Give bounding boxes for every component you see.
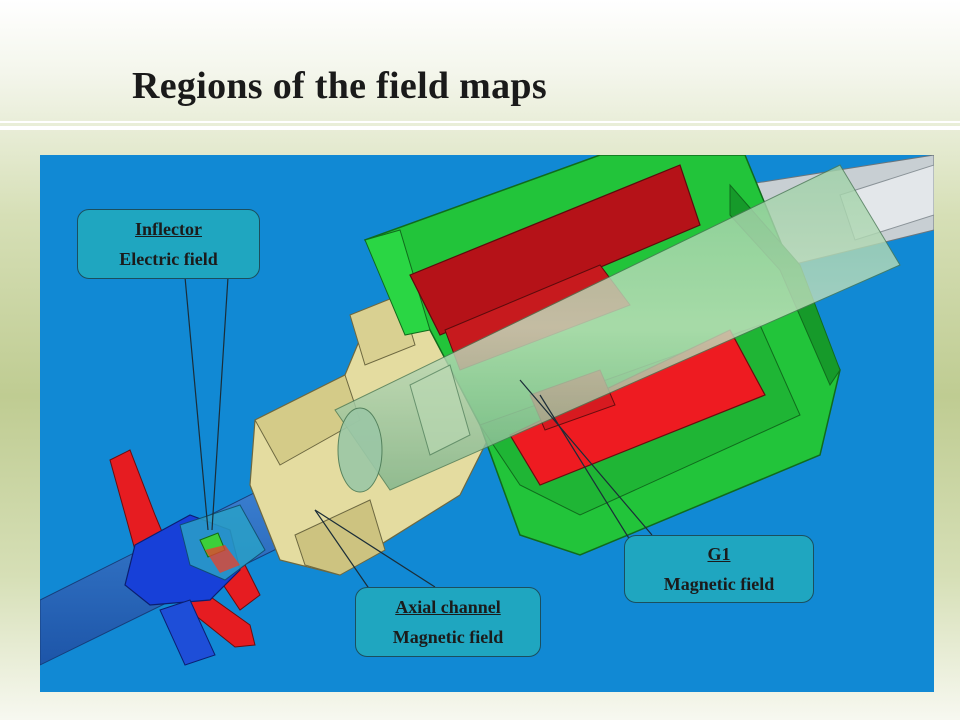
axial-channel-heading: Axial channel bbox=[395, 597, 501, 617]
cad-scene bbox=[40, 155, 934, 692]
cad-illustration bbox=[40, 155, 934, 666]
inflector-assembly bbox=[109, 449, 266, 666]
title-divider-thick bbox=[0, 126, 960, 130]
inflector-subtitle: Electric field bbox=[119, 249, 218, 269]
inflector-callout: Inflector Electric field bbox=[77, 209, 260, 279]
leader-lines bbox=[184, 276, 653, 591]
g1-heading: G1 bbox=[707, 544, 731, 564]
page-title: Regions of the field maps bbox=[132, 65, 547, 107]
g1-subtitle: Magnetic field bbox=[663, 574, 775, 594]
inflector-heading: Inflector bbox=[135, 219, 202, 239]
g1-callout: G1 Magnetic field bbox=[624, 535, 814, 603]
axial-channel-subtitle: Magnetic field bbox=[392, 627, 504, 647]
g1-tube bbox=[334, 164, 901, 493]
axial-channel-callout: Axial channel Magnetic field bbox=[355, 587, 541, 657]
title-divider-thin bbox=[0, 121, 960, 123]
